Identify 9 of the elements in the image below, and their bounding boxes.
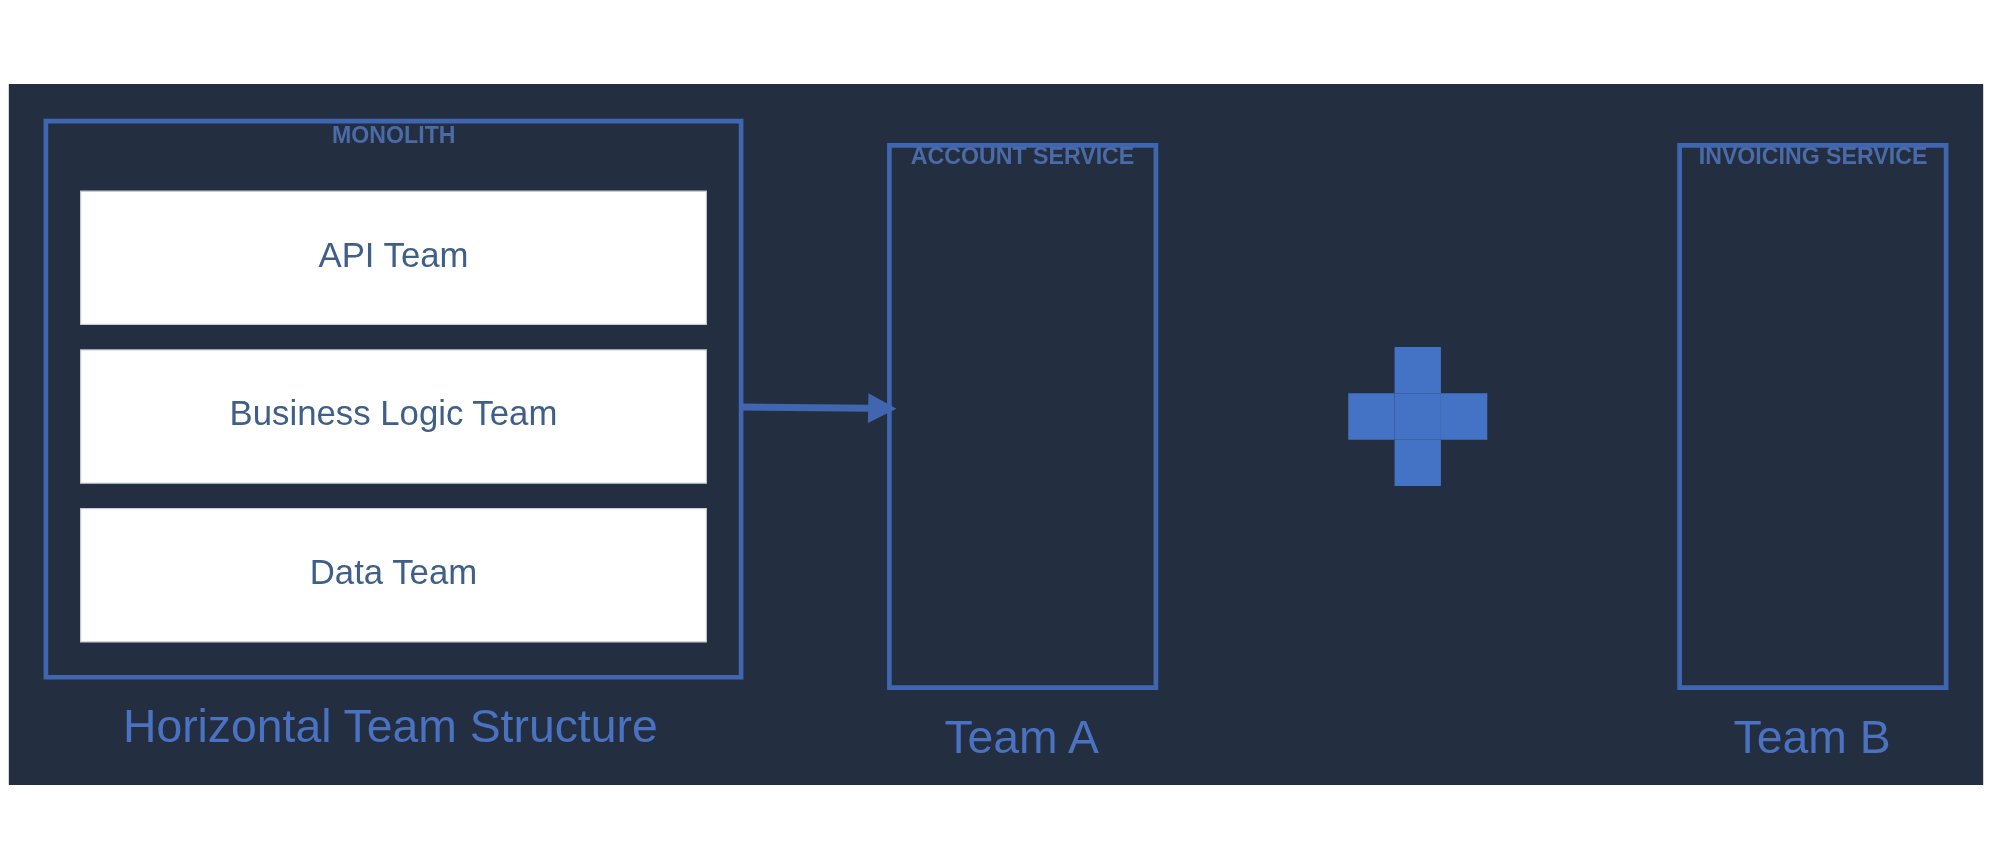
node-label: Horizontal Team Structure <box>122 699 658 752</box>
node-box: API Team <box>80 190 707 325</box>
node-box: INVOICING SERVICE <box>1677 142 1949 690</box>
node-box: Data Team <box>80 507 707 642</box>
node-box: Business Logic Team <box>80 348 707 484</box>
node-label: Team B <box>1733 710 1891 763</box>
node-label: Team A <box>944 710 1099 763</box>
node-box: ACCOUNT SERVICE <box>887 142 1159 690</box>
arrow <box>741 392 897 423</box>
